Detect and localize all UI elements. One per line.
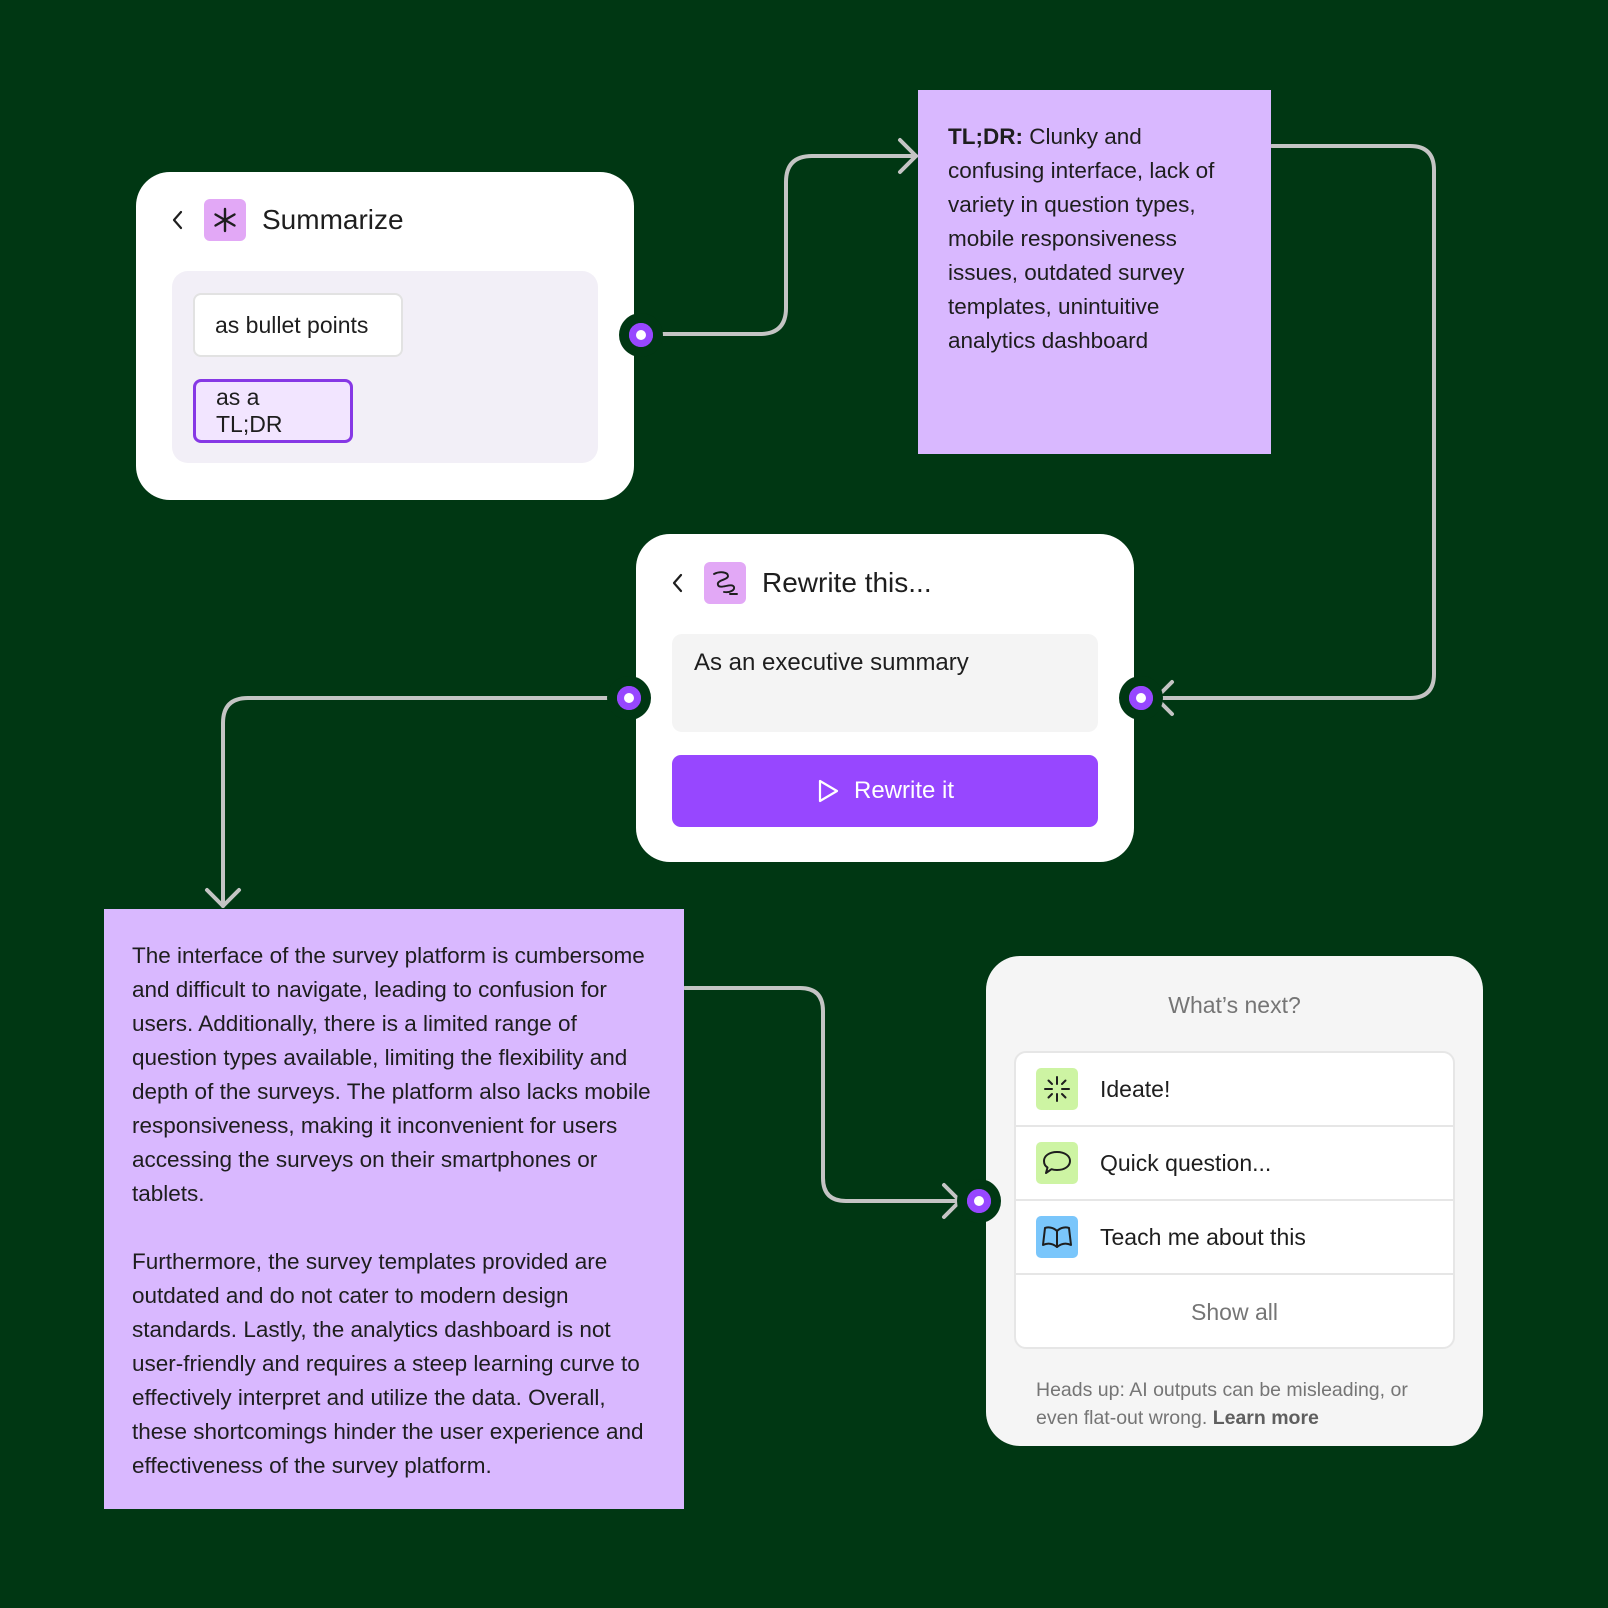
card-title: Summarize <box>262 204 404 235</box>
back-button[interactable] <box>164 206 192 234</box>
input-port[interactable] <box>1119 676 1163 720</box>
arrowhead <box>205 888 241 908</box>
connector-note-to-next <box>683 986 962 1203</box>
learn-more-link[interactable]: Learn more <box>1212 1407 1319 1429</box>
connector-rewrite-to-note <box>221 696 630 908</box>
arrowhead <box>898 138 918 174</box>
output-port[interactable] <box>607 676 651 720</box>
disclaimer-text: Heads up: AI outputs can be misleading, … <box>1036 1379 1408 1429</box>
summarize-header: Summarize <box>164 199 404 241</box>
tldr-sticky-note[interactable]: TL;DR: Clunky and confusing interface, l… <box>918 90 1271 454</box>
speech-bubble-icon <box>1036 1142 1078 1184</box>
rewrite-it-button[interactable]: Rewrite it <box>672 755 1098 827</box>
rewrite-header: Rewrite this... <box>664 562 932 604</box>
action-label: Quick question... <box>1100 1149 1272 1176</box>
chevron-left-icon <box>672 573 683 593</box>
summarize-options: as bullet points as a TL;DR <box>172 271 598 463</box>
squiggle-icon <box>704 562 746 604</box>
open-book-icon <box>1036 1216 1078 1258</box>
summary-paragraph: The interface of the survey platform is … <box>132 943 651 1206</box>
action-list: Ideate! Quick question... Teach me about… <box>1014 1051 1455 1349</box>
summarize-card: Summarize as bullet points as a TL;DR <box>136 172 634 500</box>
option-bullet-points[interactable]: as bullet points <box>193 293 403 357</box>
action-quick-question[interactable]: Quick question... <box>1016 1127 1453 1201</box>
sparkle-icon <box>1036 1068 1078 1110</box>
tldr-label: TL;DR: <box>948 124 1023 149</box>
executive-summary-sticky-note[interactable]: The interface of the survey platform is … <box>104 909 684 1509</box>
whats-next-card: What’s next? Ideate! <box>986 956 1483 1446</box>
action-label: Ideate! <box>1100 1075 1171 1102</box>
connector-tldr-to-rewrite <box>1154 144 1436 700</box>
summary-paragraph: Furthermore, the survey templates provid… <box>132 1249 644 1478</box>
input-port[interactable] <box>957 1179 1001 1223</box>
action-ideate[interactable]: Ideate! <box>1016 1053 1453 1127</box>
tldr-text: Clunky and confusing interface, lack of … <box>948 124 1215 353</box>
action-teach-me[interactable]: Teach me about this <box>1016 1201 1453 1275</box>
whats-next-title: What’s next? <box>1168 992 1301 1018</box>
rewrite-prompt-input[interactable]: As an executive summary <box>672 634 1098 732</box>
card-title: Rewrite this... <box>762 567 932 598</box>
play-icon <box>818 779 839 803</box>
connector-summarize-to-tldr <box>639 154 918 336</box>
asterisk-icon <box>204 199 246 241</box>
show-all-button[interactable]: Show all <box>1191 1298 1278 1325</box>
back-button[interactable] <box>664 569 692 597</box>
chevron-left-icon <box>172 210 183 230</box>
rewrite-it-label: Rewrite it <box>853 777 955 804</box>
output-port[interactable] <box>619 313 663 357</box>
option-tldr-selected[interactable]: as a TL;DR <box>193 379 353 443</box>
rewrite-card: Rewrite this... As an executive summary … <box>636 534 1134 862</box>
action-label: Teach me about this <box>1100 1223 1306 1250</box>
ai-disclaimer: Heads up: AI outputs can be misleading, … <box>1036 1376 1436 1432</box>
